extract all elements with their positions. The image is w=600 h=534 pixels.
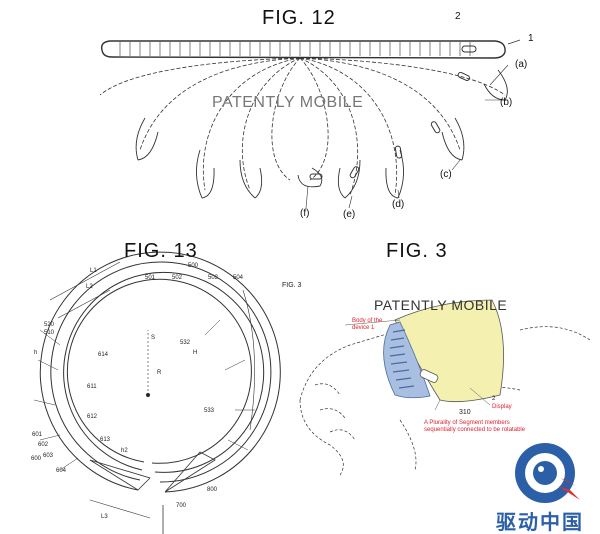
fig3-title: FIG. 3 bbox=[386, 240, 448, 262]
fig13-label-h: h bbox=[34, 350, 38, 356]
fig13-title: FIG. 13 bbox=[124, 240, 198, 262]
fig3-ref-310: 310 bbox=[459, 409, 471, 416]
fig12-label-2: 2 bbox=[455, 11, 461, 22]
fig13-label-612: 612 bbox=[87, 414, 98, 420]
fig3-segment-note-2: sequentially connected to be rotatable bbox=[424, 427, 526, 433]
fig13-label-501: 501 bbox=[145, 275, 156, 281]
q-logo-icon bbox=[515, 443, 580, 503]
fig12-label-c: (c) bbox=[440, 169, 452, 180]
fig12-label-d: (d) bbox=[392, 199, 405, 210]
fig13-label-614: 614 bbox=[98, 352, 109, 358]
fig13-label-700: 700 bbox=[176, 503, 187, 509]
fig13-label-602: 602 bbox=[38, 442, 49, 448]
fig13-label-510: 510 bbox=[44, 330, 55, 336]
fig13-label-502: 502 bbox=[172, 275, 183, 281]
fig12-label-1: 1 bbox=[528, 33, 534, 44]
fig13-label-533: 533 bbox=[204, 408, 215, 414]
fig13-label-613: 613 bbox=[100, 437, 111, 443]
fig3-body-label-1: Body of the bbox=[352, 318, 383, 324]
fig13-label-h2: h2 bbox=[121, 448, 128, 454]
fig13-label-601: 601 bbox=[32, 432, 43, 438]
fig13-label-600: 600 bbox=[31, 456, 42, 462]
logo-text: 驱动中国 bbox=[496, 512, 584, 534]
fig13-label-611: 611 bbox=[87, 384, 97, 390]
fig13-label-800: 800 bbox=[207, 487, 218, 493]
fig13-label-520: 520 bbox=[44, 322, 55, 328]
fig13-label-L3: L3 bbox=[101, 514, 108, 520]
fig12-label-a: (a) bbox=[515, 59, 528, 70]
fig13-label-532: 532 bbox=[180, 340, 191, 346]
fig13-label-603: 603 bbox=[43, 453, 54, 459]
fig3-small-title: FIG. 3 bbox=[282, 282, 302, 289]
fig13-label-R: R bbox=[157, 370, 162, 376]
fig12-title: FIG. 12 bbox=[262, 7, 336, 29]
fig3-body-label-2: device 1 bbox=[352, 325, 375, 331]
fig13-label-H: H bbox=[193, 350, 198, 356]
fig12-label-b: (b) bbox=[500, 97, 513, 108]
fig12-label-f: (f) bbox=[300, 208, 310, 219]
fig3-display-text: Display bbox=[492, 404, 512, 410]
fig3-watermark: PATENTLY MOBILE bbox=[374, 297, 508, 313]
fig12-watermark: PATENTLY MOBILE bbox=[212, 94, 364, 111]
fig13-label-503: 503 bbox=[208, 275, 219, 281]
fig12-label-e: (e) bbox=[343, 209, 356, 220]
fig3-segment-note-1: A Plurality of Segment members bbox=[424, 420, 510, 426]
fig13-label-S: S bbox=[151, 335, 156, 341]
fig3-display-number: 2 bbox=[492, 396, 496, 402]
fig13-label-604: 604 bbox=[56, 468, 67, 474]
fig13-label-L1: L1 bbox=[90, 268, 97, 274]
fig13-label-504: 504 bbox=[233, 275, 244, 281]
fig13-label-L2: L2 bbox=[86, 284, 93, 290]
fig13-label-500: 500 bbox=[188, 263, 199, 269]
